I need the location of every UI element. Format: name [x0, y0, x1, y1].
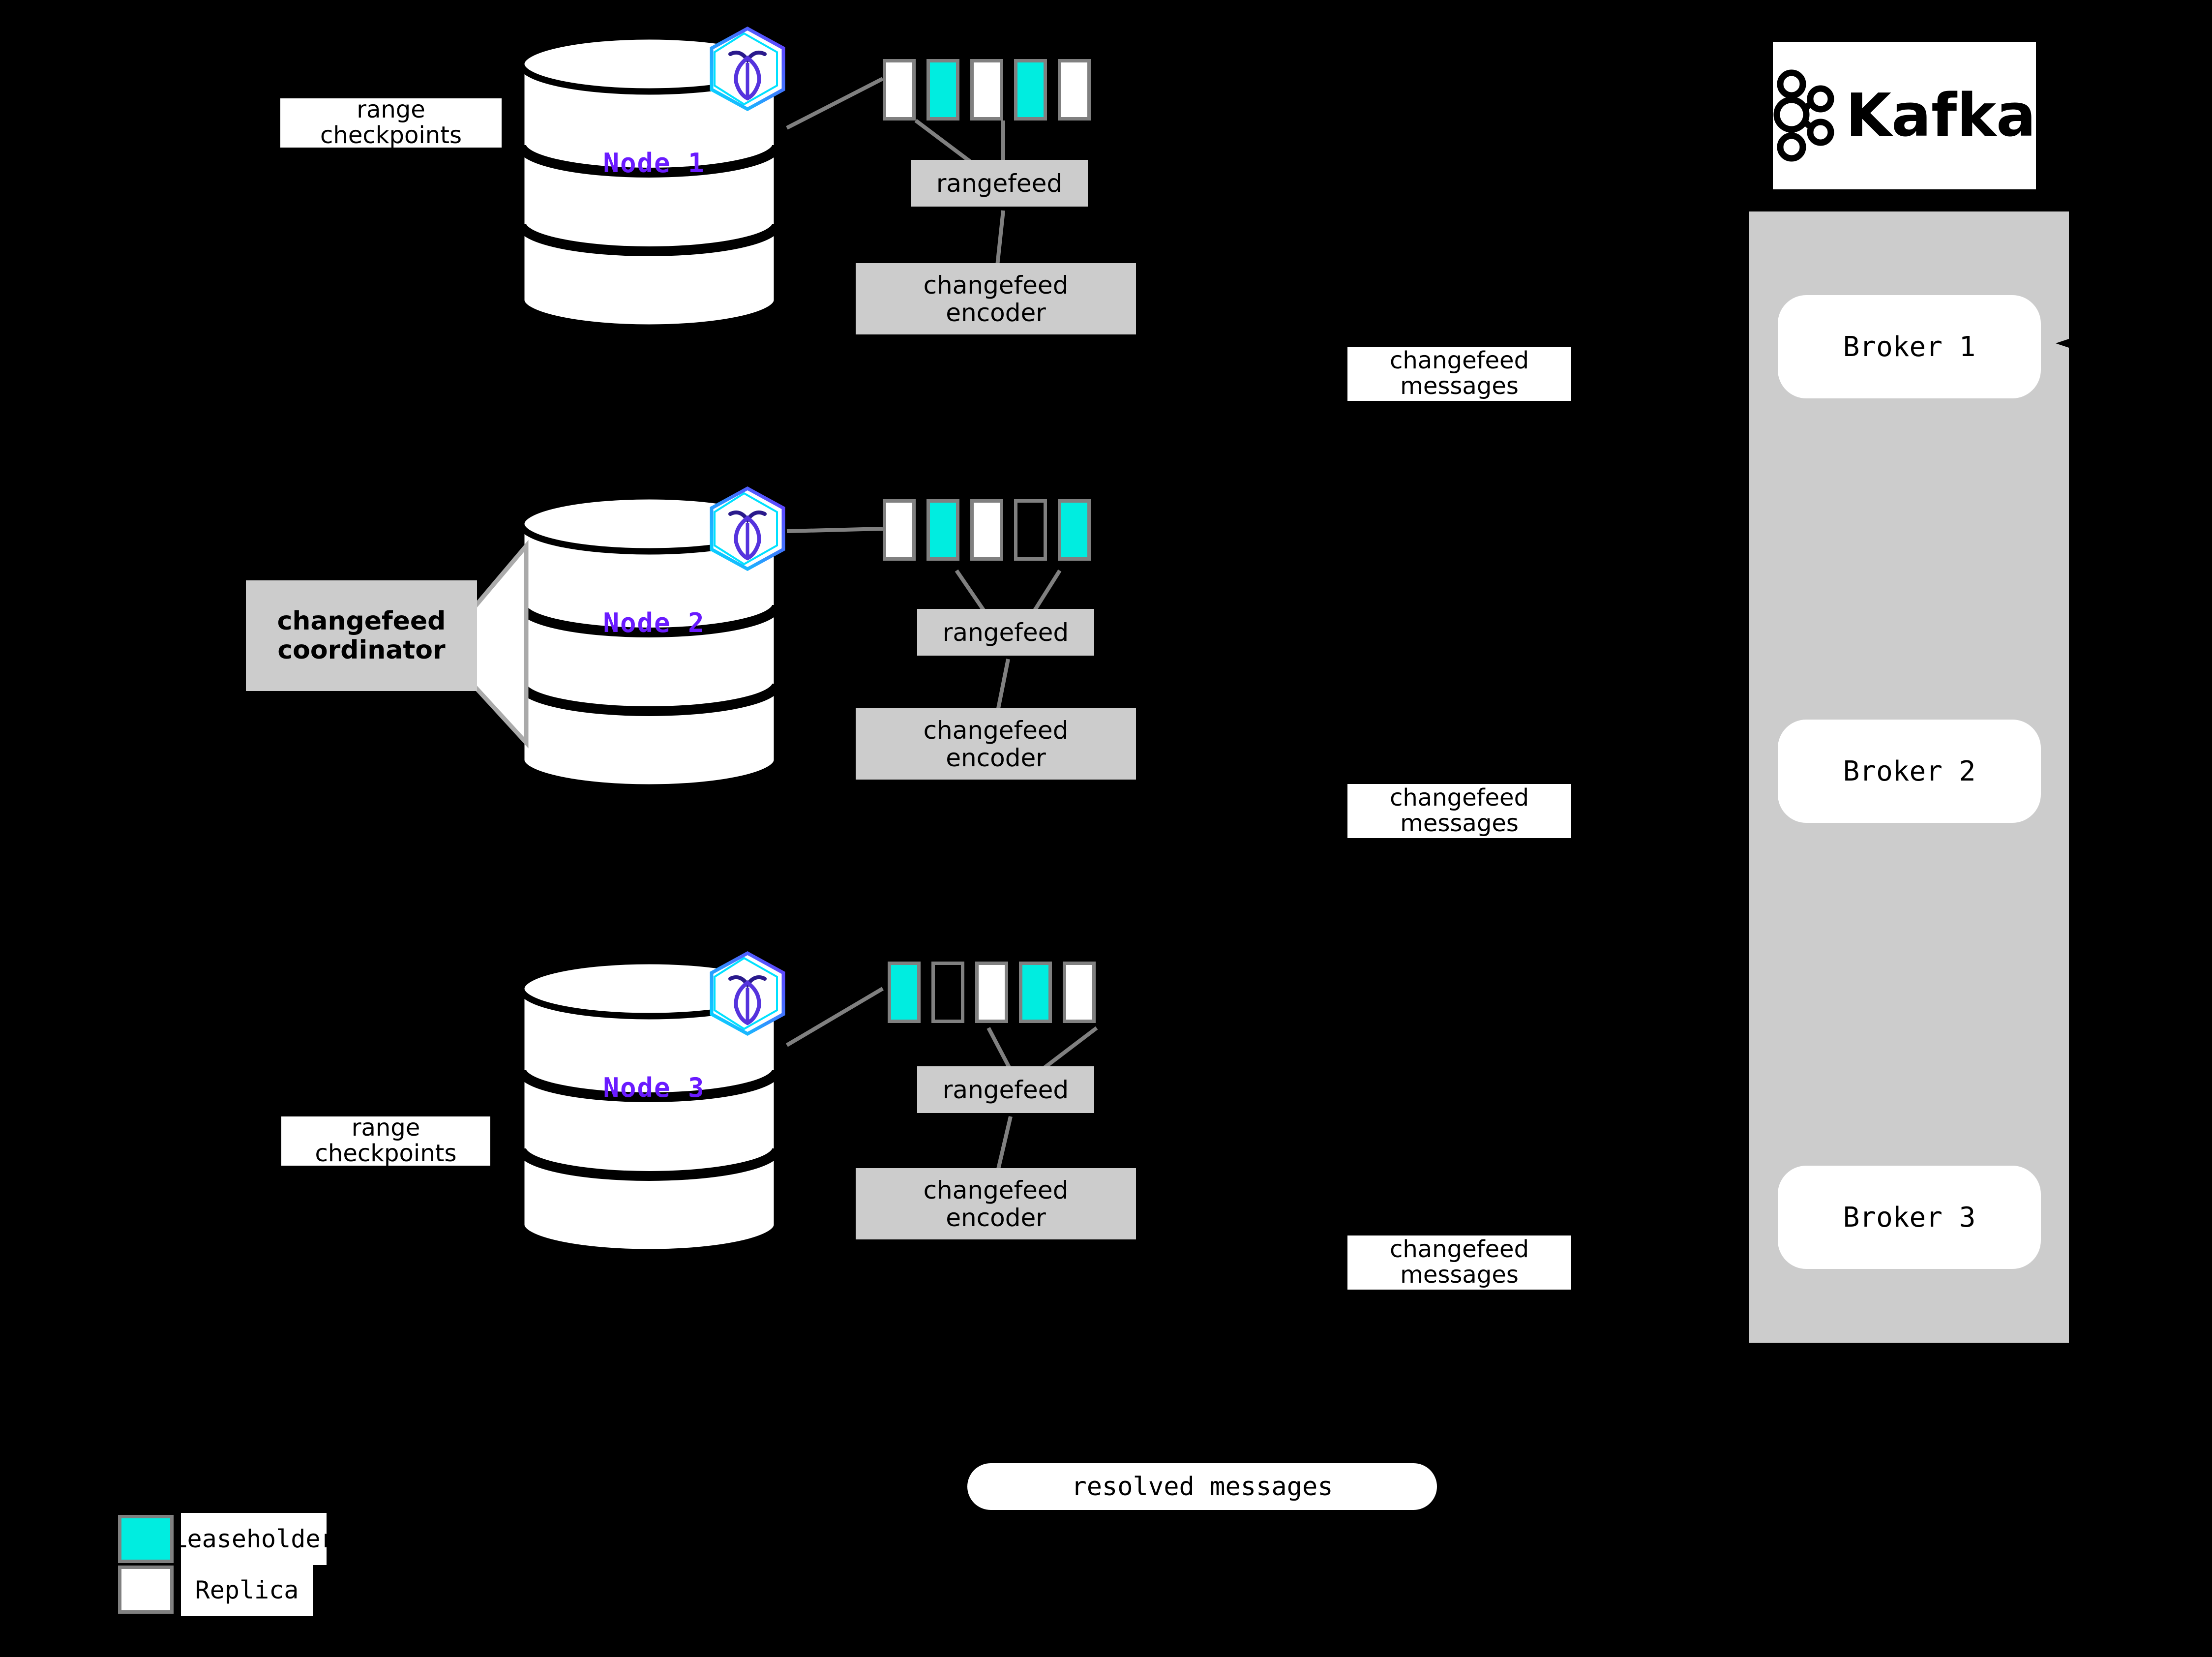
- changefeed-coordinator-box[interactable]: changefeed coordinator: [246, 580, 477, 691]
- node-3-label: Node 3: [603, 1072, 705, 1103]
- node-3-changefeed-encoder-box[interactable]: changefeed encoder: [856, 1168, 1136, 1239]
- cockroachdb-hexagon-icon: [706, 949, 789, 1040]
- range-box[interactable]: [1014, 59, 1047, 121]
- node-2-label: Node 2: [603, 607, 705, 638]
- node-3-side-label: range checkpoints: [281, 1115, 490, 1166]
- range-box[interactable]: [1058, 499, 1091, 561]
- node-1-rangefeed-box[interactable]: rangefeed: [911, 160, 1088, 207]
- range-box[interactable]: [1019, 962, 1052, 1023]
- node-3-group: Node 3: [516, 949, 792, 1254]
- range-box[interactable]: [970, 499, 1003, 561]
- legend: Leaseholder Replica: [118, 1513, 423, 1616]
- range-box[interactable]: [927, 499, 959, 561]
- node-2-changefeed-encoder-box[interactable]: changefeed encoder: [856, 708, 1136, 780]
- range-box[interactable]: [1058, 59, 1091, 121]
- range-box[interactable]: [975, 962, 1008, 1023]
- node-3-rangefeed-box[interactable]: rangefeed: [917, 1066, 1094, 1113]
- node-1-changefeed-encoder-box[interactable]: changefeed encoder: [856, 263, 1136, 334]
- range-box[interactable]: [883, 499, 916, 561]
- node-2-changefeed-messages-label: changefeed messages: [1347, 784, 1571, 838]
- cockroachdb-hexagon-icon: [706, 25, 789, 115]
- range-box[interactable]: [931, 962, 964, 1023]
- node-1-ranges: [883, 59, 1091, 121]
- kafka-wordmark: Kafka: [1846, 81, 2036, 150]
- broker-1[interactable]: Broker 1: [1778, 295, 2041, 398]
- resolved-messages-pill: resolved messages: [967, 1463, 1437, 1510]
- legend-label-replica: Replica: [181, 1564, 313, 1616]
- node-3-changefeed-messages-label: changefeed messages: [1347, 1235, 1571, 1290]
- node-2-cylinder: [516, 494, 782, 789]
- node-1-label: Node 1: [603, 148, 705, 179]
- node-2-rangefeed-box[interactable]: rangefeed: [917, 609, 1094, 656]
- node-1-group: Node 1: [516, 25, 792, 330]
- kafka-logo-icon: [1773, 65, 1837, 166]
- node-2-group: Node 2: [516, 484, 792, 789]
- kafka-logo-card: Kafka: [1773, 42, 2036, 189]
- node-2-ranges: [883, 499, 1091, 561]
- range-box[interactable]: [888, 962, 921, 1023]
- node-1-changefeed-messages-label: changefeed messages: [1347, 347, 1571, 401]
- cockroachdb-hexagon-icon: [706, 484, 789, 575]
- range-box[interactable]: [1063, 962, 1096, 1023]
- node-1-side-label: range checkpoints: [280, 97, 502, 148]
- legend-swatch-replica: [118, 1566, 174, 1614]
- range-box[interactable]: [883, 59, 916, 121]
- range-box[interactable]: [970, 59, 1003, 121]
- broker-2[interactable]: Broker 2: [1778, 720, 2041, 823]
- broker-3[interactable]: Broker 3: [1778, 1166, 2041, 1269]
- coordinator-connector-arrow: [467, 536, 556, 754]
- legend-label-leaseholder: Leaseholder: [172, 1513, 335, 1565]
- broker-inbound-arrow-icon: [2056, 333, 2085, 353]
- legend-swatch-leaseholder: [118, 1515, 174, 1563]
- node-1-cylinder: [516, 34, 782, 330]
- range-box[interactable]: [1014, 499, 1047, 561]
- node-3-ranges: [888, 962, 1096, 1023]
- range-box[interactable]: [927, 59, 959, 121]
